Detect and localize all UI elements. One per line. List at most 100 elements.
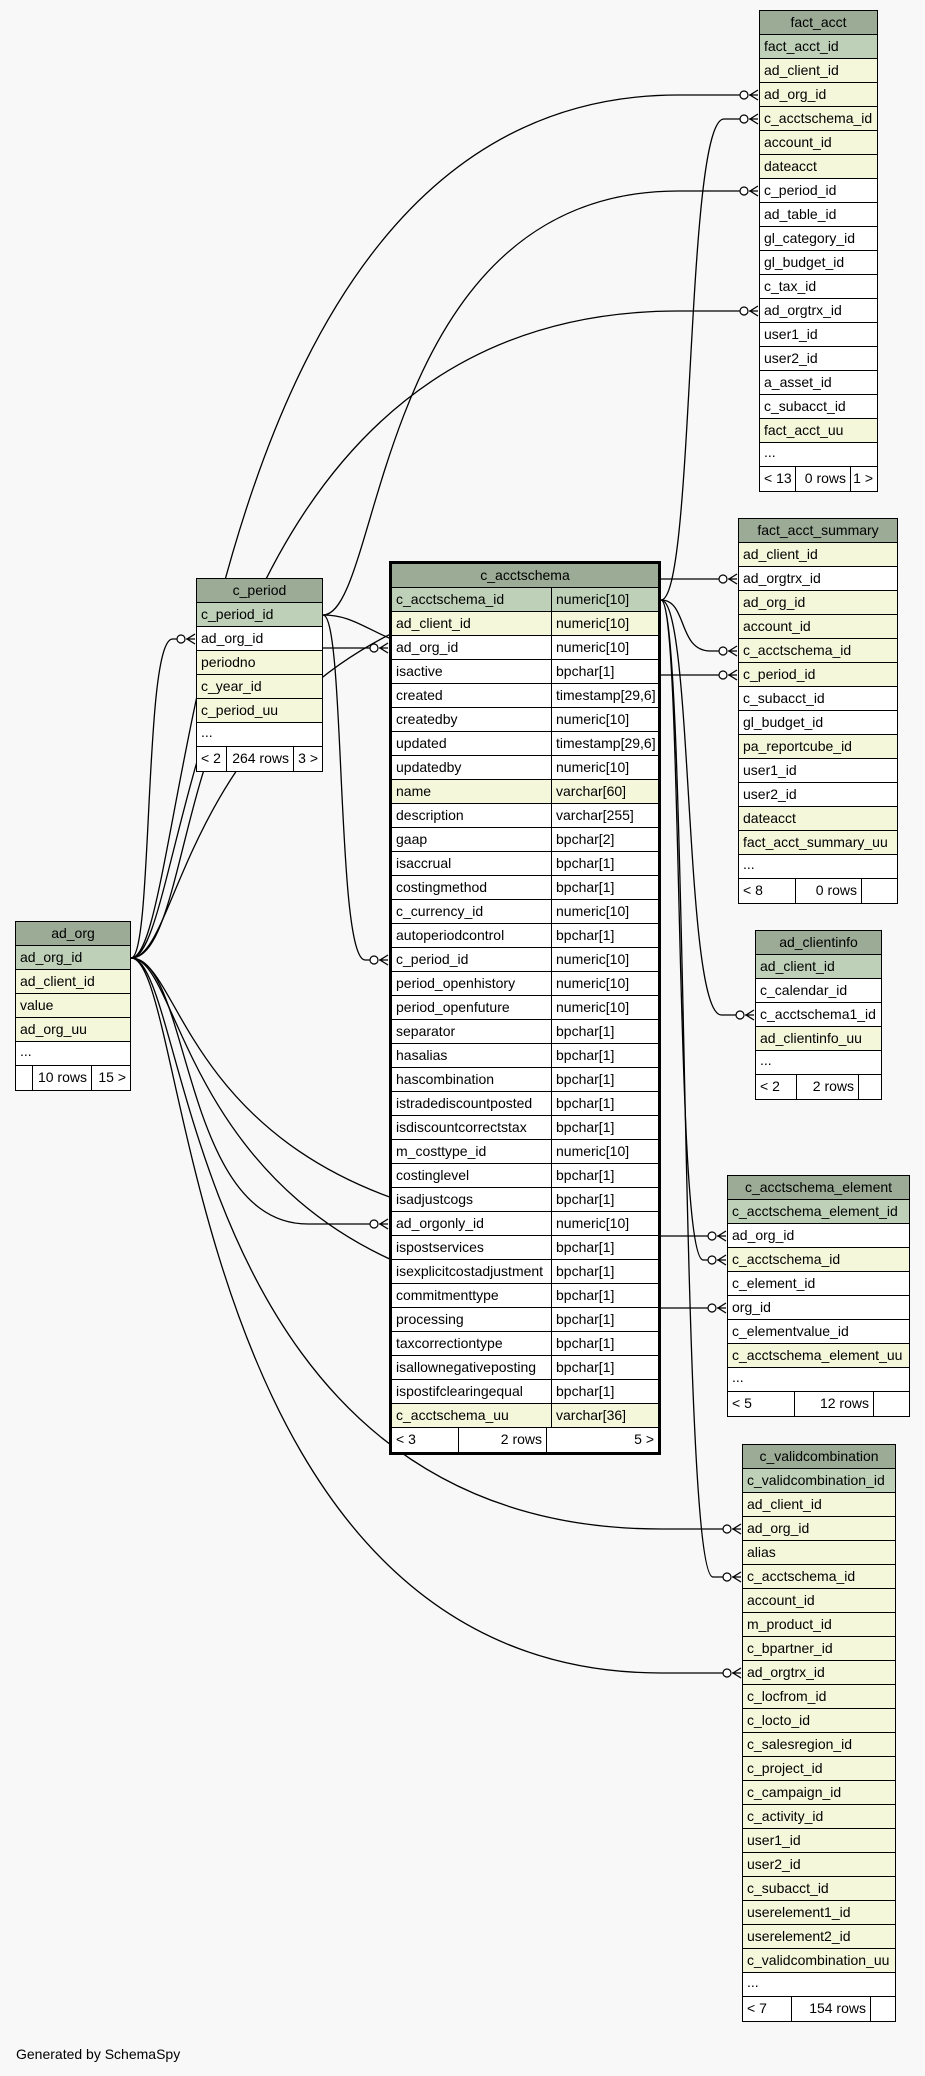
more-columns-row[interactable]: ...: [197, 723, 322, 747]
column-row[interactable]: ad_client_id: [743, 1493, 895, 1517]
column-row[interactable]: c_period_id: [739, 663, 897, 687]
column-row[interactable]: c_acctschema_element_id: [728, 1200, 909, 1224]
column-row[interactable]: value: [16, 994, 130, 1018]
column-row[interactable]: c_acctschema_id: [728, 1248, 909, 1272]
column-row[interactable]: userelement1_id: [743, 1901, 895, 1925]
column-row[interactable]: m_product_id: [743, 1613, 895, 1637]
column-row[interactable]: c_validcombination_id: [743, 1469, 895, 1493]
column-row[interactable]: c_acctschema_id: [760, 107, 877, 131]
column-row[interactable]: ad_clientinfo_uu: [756, 1027, 881, 1051]
column-row[interactable]: user1_id: [743, 1829, 895, 1853]
column-row[interactable]: c_project_id: [743, 1757, 895, 1781]
column-row[interactable]: c_acctschema1_id: [756, 1003, 881, 1027]
column-row[interactable]: ad_org_id: [728, 1224, 909, 1248]
footer-prev-link[interactable]: < 8: [743, 882, 763, 898]
column-row[interactable]: c_locto_id: [743, 1709, 895, 1733]
column-row[interactable]: gl_budget_id: [760, 251, 877, 275]
column-row[interactable]: dateacct: [760, 155, 877, 179]
more-columns-row[interactable]: ...: [756, 1051, 881, 1075]
column-row[interactable]: c_element_id: [728, 1272, 909, 1296]
column-row[interactable]: c_acctschema_id: [743, 1565, 895, 1589]
footer-next-link[interactable]: [870, 1997, 895, 2021]
column-row[interactable]: user2_id: [743, 1853, 895, 1877]
column-row[interactable]: user2_id: [760, 347, 877, 371]
column-row[interactable]: c_acctschema_element_uu: [728, 1344, 909, 1368]
column-row[interactable]: ad_orgtrx_id: [743, 1661, 895, 1685]
column-row[interactable]: account_id: [739, 615, 897, 639]
footer-prev-link[interactable]: < 7: [747, 2000, 767, 2016]
column-row[interactable]: user1_id: [739, 759, 897, 783]
column-row[interactable]: c_locfrom_id: [743, 1685, 895, 1709]
more-columns-row[interactable]: ...: [16, 1042, 130, 1066]
footer-next-link[interactable]: 3 >: [293, 747, 322, 771]
column-row[interactable]: c_campaign_id: [743, 1781, 895, 1805]
footer-next-link[interactable]: 1 >: [850, 467, 877, 491]
column-row[interactable]: c_validcombination_uu: [743, 1949, 895, 1973]
column-row[interactable]: ad_client_id: [756, 955, 881, 979]
column-row[interactable]: c_period_id: [760, 179, 877, 203]
column-row[interactable]: ad_org_id: [760, 83, 877, 107]
column-row[interactable]: c_subacct_id: [739, 687, 897, 711]
column-row[interactable]: c_period_uu: [197, 699, 322, 723]
column-row[interactable]: c_acctschema_id: [739, 639, 897, 663]
footer-prev-link[interactable]: < 2: [760, 1078, 780, 1094]
column-row[interactable]: c_elementvalue_id: [728, 1320, 909, 1344]
column-row[interactable]: ad_table_id: [760, 203, 877, 227]
column-row[interactable]: periodno: [197, 651, 322, 675]
footer-next-link[interactable]: [858, 1075, 881, 1099]
footer-prev-link[interactable]: [16, 1066, 32, 1090]
column-row[interactable]: c_calendar_id: [756, 979, 881, 1003]
column-row[interactable]: c_period_id: [197, 603, 322, 627]
column-row[interactable]: fact_acct_id: [760, 35, 877, 59]
footer-prev-link[interactable]: < 13: [764, 470, 792, 486]
column-row[interactable]: ad_org_id: [743, 1517, 895, 1541]
column-row[interactable]: fact_acct_uu: [760, 419, 877, 443]
footer-next-link[interactable]: [873, 1392, 909, 1416]
more-columns-row[interactable]: ...: [739, 855, 897, 879]
more-columns-row[interactable]: ...: [760, 443, 877, 467]
footer-prev-link[interactable]: < 3: [396, 1431, 416, 1447]
column-row[interactable]: ad_org_uu: [16, 1018, 130, 1042]
column-row[interactable]: ad_orgtrx_id: [760, 299, 877, 323]
column-row[interactable]: user1_id: [760, 323, 877, 347]
column-row[interactable]: c_subacct_id: [760, 395, 877, 419]
column-row[interactable]: c_year_id: [197, 675, 322, 699]
column-row[interactable]: ad_orgtrx_id: [739, 567, 897, 591]
column-row[interactable]: c_tax_id: [760, 275, 877, 299]
column-row[interactable]: c_activity_id: [743, 1805, 895, 1829]
column-row[interactable]: dateacct: [739, 807, 897, 831]
column-row[interactable]: ad_org_id: [16, 946, 130, 970]
